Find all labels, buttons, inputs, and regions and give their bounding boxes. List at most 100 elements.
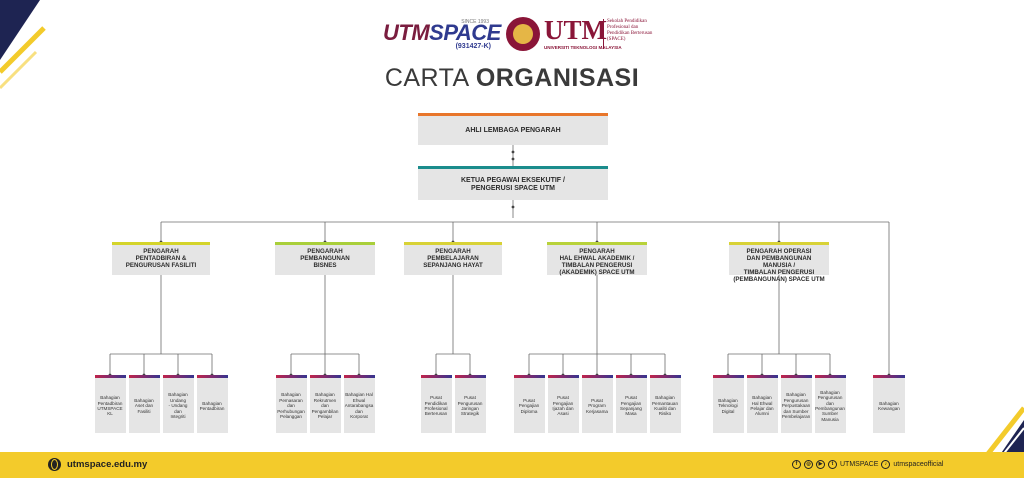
box-unit-3-1: Pusat Pendidikan Profesional Berterusan	[420, 375, 452, 433]
box-unit-1-2-label: Bahagian Aset dan Fasiliti	[134, 397, 154, 414]
box-director-3: PENGARAH PEMBELAJARAN SEPANJANG HAYAT	[404, 242, 502, 275]
box-unit-2-3-bar	[343, 375, 375, 378]
box-unit-2-3: Bahagian Hal Ehwal Antarabangsa dan Korp…	[343, 375, 375, 433]
box-unit-4-5-bar	[649, 375, 681, 378]
twitter-icon[interactable]: t	[828, 459, 837, 469]
box-unit-4-2: Pusat Pengajian Ijazah dan Asasi	[547, 375, 579, 433]
box-unit-1-4-label: Bahagian Pentadbiran	[199, 400, 225, 411]
box-director-4-bar	[547, 242, 647, 245]
utm-fullname: UNIVERSITI TEKNOLOGI MALAYSIA	[544, 45, 622, 50]
box-ceo-label: KETUA PEGAWAI EKSEKUTIF / PENGERUSI SPAC…	[461, 177, 565, 192]
social-handle-1[interactable]: UTMSPACE	[840, 460, 879, 468]
box-unit-2-2: Bahagian Rekrutmen dan Pengambilan Pelaj…	[309, 375, 341, 433]
utm-divider	[603, 19, 604, 49]
box-unit-5-4: Bahagian Pengurusan dan Pembangunan Sumb…	[814, 375, 846, 433]
title-bold: ORGANISASI	[475, 64, 640, 92]
box-unit-2-3-label: Bahagian Hal Ehwal Antarabangsa dan Korp…	[344, 392, 374, 420]
box-director-4-label: PENGARAH HAL EHWAL AKADEMIK / TIMBALAN P…	[559, 248, 635, 276]
box-unit-5-4-label: Bahagian Pengurusan dan Pembangunan Sumb…	[815, 389, 845, 422]
box-unit-4-4-label: Pusat Pengajian Sepanjang Masa	[620, 395, 642, 417]
box-unit-3-2-bar	[454, 375, 486, 378]
instagram-icon[interactable]: ◎	[804, 459, 813, 469]
box-director-3-bar	[404, 242, 502, 245]
box-unit-4-4-bar	[615, 375, 647, 378]
utm-description: Sekolah Pendidikan Profesional dan Pendi…	[607, 19, 653, 42]
box-unit-4-2-label: Pusat Pengajian Ijazah dan Asasi	[552, 395, 574, 417]
box-unit-4-5-label: Bahagian Pemantauan Kualiti dan Risiko	[651, 395, 679, 417]
footer-website[interactable]: utmspace.edu.my	[48, 456, 147, 472]
page-title: CARTA ORGANISASI	[0, 64, 1024, 93]
box-board-of-directors-label: AHLI LEMBAGA PENGARAH	[465, 127, 561, 134]
social-handle-2[interactable]: utmspaceofficial	[893, 460, 944, 468]
box-unit-2-1-label: Bahagian Pemasaran dan Perhubungan Pelan…	[277, 392, 305, 420]
tiktok-icon[interactable]: ♪	[881, 459, 891, 469]
connector-dot	[511, 150, 515, 154]
box-unit-4-1-label: Pusat Pengajian Diploma	[518, 397, 540, 414]
box-unit-1-1-bar	[94, 375, 126, 378]
box-director-2: PENGARAH PEMBANGUNAN BISNES	[275, 242, 375, 275]
utmspace-wordmark: UTMSPACE	[383, 20, 501, 46]
box-unit-5-2: Bahagian Hal Ehwal Pelajar dan Alumni	[746, 375, 778, 433]
box-unit-4-2-bar	[547, 375, 579, 378]
box-director-2-bar	[275, 242, 375, 245]
box-unit-2-2-bar	[309, 375, 341, 378]
box-board-of-directors: AHLI LEMBAGA PENGARAH	[418, 113, 608, 145]
box-unit-4-3-bar	[581, 375, 613, 378]
box-director-5: PENGARAH OPERASI DAN PEMBANGUNAN MANUSIA…	[729, 242, 829, 283]
box-director-1-label: PENGARAH PENTADBIRAN & PENGURUSAN FASILI…	[125, 248, 197, 269]
box-unit-4-4: Pusat Pengajian Sepanjang Masa	[615, 375, 647, 433]
box-director-1-bar	[112, 242, 210, 245]
box-unit-1-3-bar	[162, 375, 194, 378]
website-link[interactable]: utmspace.edu.my	[67, 458, 148, 470]
box-unit-5-2-label: Bahagian Hal Ehwal Pelajar dan Alumni	[750, 395, 774, 417]
title-light: CARTA	[384, 64, 476, 92]
utm-logo: UTM UNIVERSITI TEKNOLOGI MALAYSIA Sekola…	[506, 15, 656, 53]
box-director-5-label: PENGARAH OPERASI DAN PEMBANGUNAN MANUSIA…	[733, 248, 825, 283]
footer-bar	[0, 452, 1024, 478]
box-unit-4-3-label: Pusat Program Kerjasama	[586, 397, 608, 414]
box-unit-1-2: Bahagian Aset dan Fasiliti	[128, 375, 160, 433]
utmspace-prefix: UTM	[383, 20, 430, 45]
globe-icon	[48, 457, 61, 471]
box-director-2-label: PENGARAH PEMBANGUNAN BISNES	[300, 248, 350, 269]
box-unit-5-1-label: Bahagian Teknologi Digital	[718, 397, 738, 414]
youtube-icon[interactable]: ▶	[816, 459, 825, 469]
box-unit-3-2-label: Pusat Pengurusan Jaringan Strategik	[457, 395, 483, 417]
box-unit-kewangan-label: Bahagian Kewangan	[878, 400, 900, 411]
box-unit-4-3: Pusat Program Kerjasama	[581, 375, 613, 433]
box-unit-2-1: Bahagian Pemasaran dan Perhubungan Pelan…	[275, 375, 307, 433]
box-unit-kewangan-bar	[873, 375, 905, 378]
box-unit-1-1-label: Bahagian Pentadbiran UTMSPACE KL	[97, 395, 123, 417]
connector-dot	[511, 205, 515, 209]
box-unit-5-3-bar	[780, 375, 812, 378]
connector-dot	[511, 157, 515, 161]
box-unit-1-2-bar	[128, 375, 160, 378]
box-unit-2-2-label: Bahagian Rekrutmen dan Pengambilan Pelaj…	[311, 392, 339, 420]
box-director-3-label: PENGARAH PEMBELAJARAN SEPANJANG HAYAT	[423, 248, 483, 269]
box-unit-2-1-bar	[275, 375, 307, 378]
box-unit-1-4: Bahagian Pentadbiran	[196, 375, 228, 433]
box-unit-5-3-label: Bahagian Pengurusan Perpustakaan dan Sum…	[781, 392, 811, 420]
box-unit-5-1-bar	[712, 375, 744, 378]
utmspace-registration: (931427-K)	[455, 43, 491, 50]
box-ceo: KETUA PEGAWAI EKSEKUTIF / PENGERUSI SPAC…	[418, 166, 608, 200]
box-unit-3-2: Pusat Pengurusan Jaringan Strategik	[454, 375, 486, 433]
box-unit-3-1-bar	[420, 375, 452, 378]
box-unit-3-1-label: Pusat Pendidikan Profesional Berterusan	[424, 395, 448, 417]
box-board-of-directors-bar	[418, 113, 608, 116]
box-unit-4-1-bar	[513, 375, 545, 378]
utmspace-since: SINCE 1993	[461, 19, 489, 25]
box-ceo-bar	[418, 166, 608, 169]
utmspace-suffix: SPACE	[429, 20, 501, 45]
box-unit-1-4-bar	[196, 375, 228, 378]
box-unit-1-3: Bahagian Undang - Undang dan Integriti	[162, 375, 194, 433]
box-unit-4-5: Bahagian Pemantauan Kualiti dan Risiko	[649, 375, 681, 433]
box-unit-5-3: Bahagian Pengurusan Perpustakaan dan Sum…	[780, 375, 812, 433]
box-unit-4-1: Pusat Pengajian Diploma	[513, 375, 545, 433]
box-unit-5-2-bar	[746, 375, 778, 378]
box-director-4: PENGARAH HAL EHWAL AKADEMIK / TIMBALAN P…	[547, 242, 647, 276]
utm-wordmark: UTM	[544, 15, 607, 45]
box-unit-kewangan: Bahagian Kewangan	[873, 375, 905, 433]
facebook-icon[interactable]: f	[792, 459, 801, 469]
